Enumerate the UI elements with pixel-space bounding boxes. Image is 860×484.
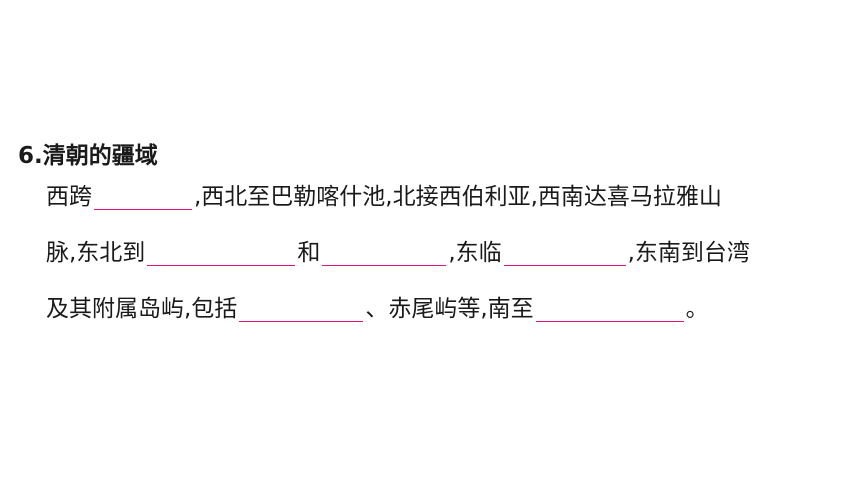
question-title: 6.清朝的疆域 (18, 143, 158, 169)
answer-blank-1[interactable] (94, 181, 192, 210)
text-line-2: 脉,东北到 和 ,东临 ,东南到台湾 (46, 225, 848, 281)
text-segment: ,东临 (448, 240, 502, 266)
text-segment: 及其附属岛屿,包括 (46, 296, 238, 322)
text-line-1: 西跨 ,西北至巴勒喀什池,北接西伯利亚,西南达喜马拉雅山 (46, 169, 848, 225)
text-segment: 。 (685, 296, 709, 322)
text-segment: 和 (297, 240, 321, 266)
answer-blank-6[interactable] (535, 293, 684, 322)
answer-blank-2[interactable] (147, 237, 296, 266)
answer-blank-4[interactable] (503, 237, 626, 266)
text-segment: 西跨 (46, 184, 92, 210)
text-segment: ,东南到台湾 (627, 240, 750, 266)
answer-blank-3[interactable] (322, 237, 447, 266)
text-line-3: 及其附属岛屿,包括 、赤尾屿等,南至 。 (46, 281, 848, 337)
question-6: 6.清朝的疆域 西跨 ,西北至巴勒喀什池,北接西伯利亚,西南达喜马拉雅山 脉,东北… (18, 141, 848, 337)
question-body: 西跨 ,西北至巴勒喀什池,北接西伯利亚,西南达喜马拉雅山 脉,东北到 和 ,东临 ,东南… (46, 169, 848, 337)
text-segment: 脉,东北到 (46, 240, 146, 266)
text-segment: ,西北至巴勒喀什池,北接西伯利亚,西南达喜马拉雅山 (194, 184, 722, 210)
answer-blank-5[interactable] (239, 293, 364, 322)
text-segment: 、赤尾屿等,南至 (365, 296, 534, 322)
